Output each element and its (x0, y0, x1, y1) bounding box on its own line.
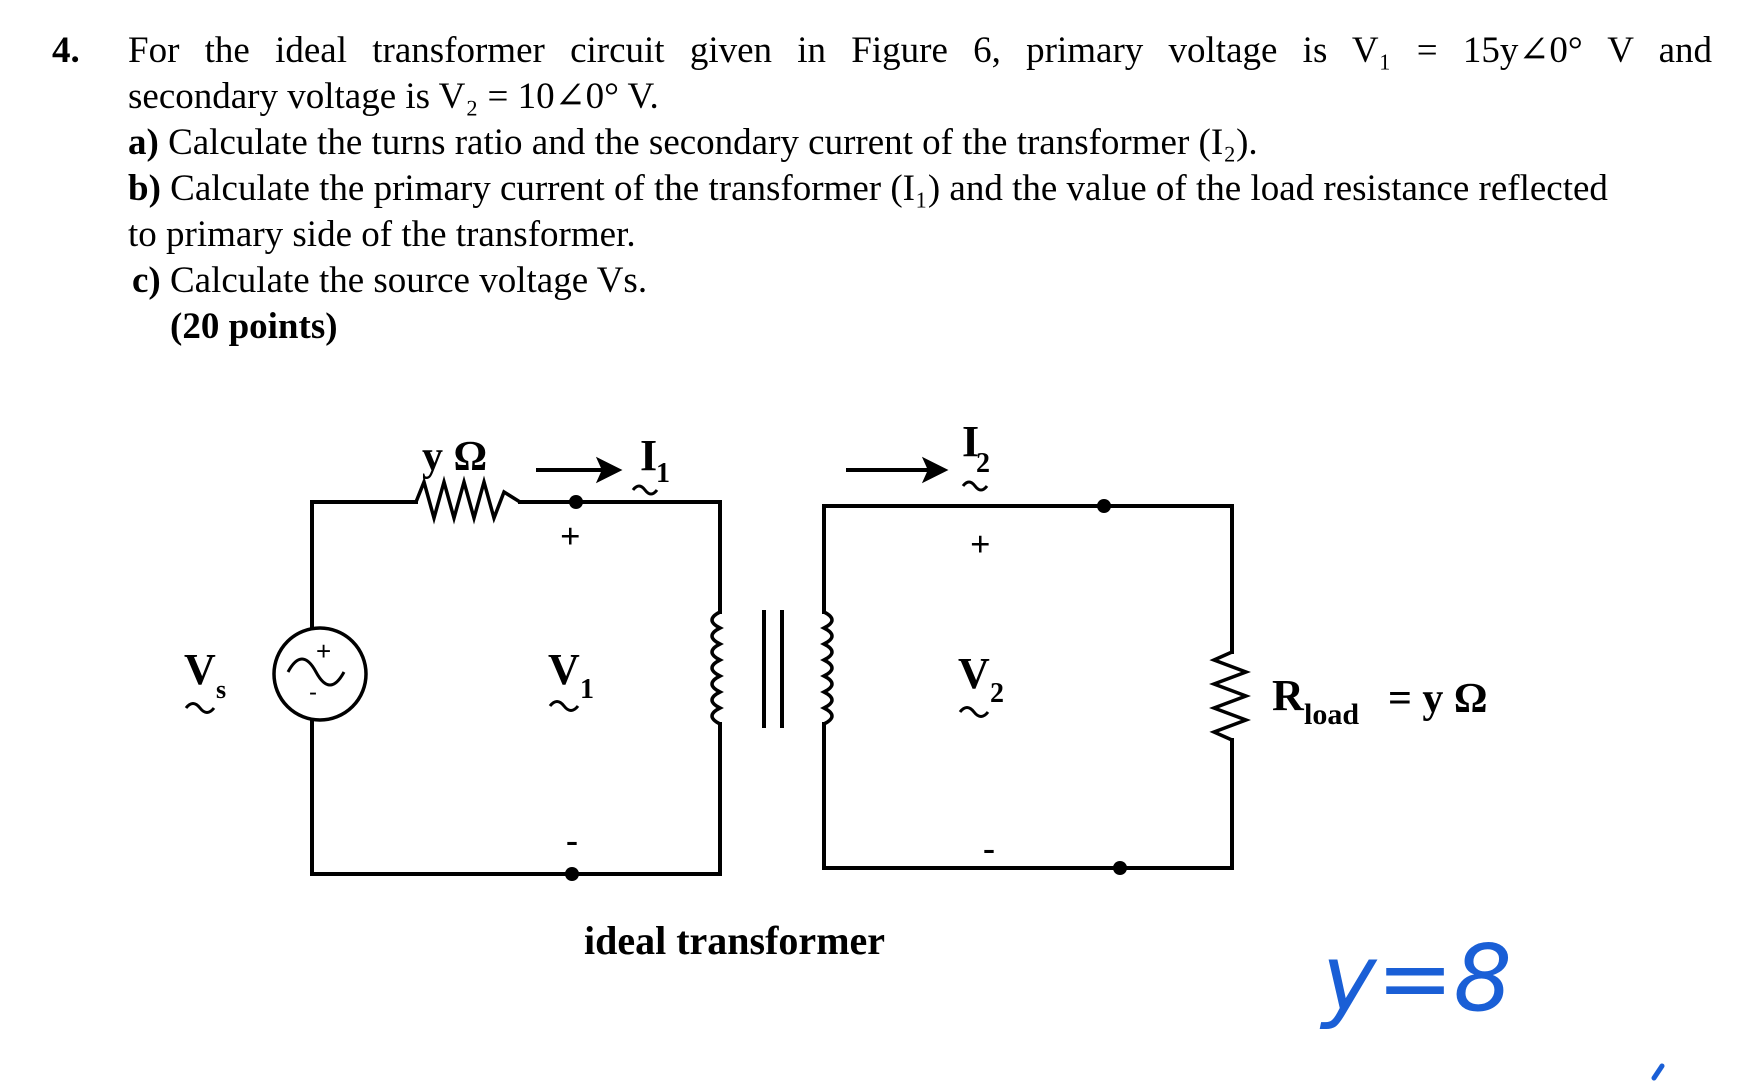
primary-wire-bottom (310, 718, 722, 876)
handwritten-stroke-mark (1651, 1063, 1665, 1081)
rload-label: R (1272, 671, 1305, 720)
question-line-1: For the ideal transformer circuit given … (128, 30, 1712, 71)
primary-wire-top-right (518, 500, 722, 614)
v2-subscript: 2 (990, 678, 1004, 709)
points: (20 points) (170, 306, 338, 347)
node-dot-primary-bottom (565, 867, 579, 881)
part-b-label: b) (128, 168, 161, 209)
source-minus: - (309, 679, 317, 706)
series-resistor (414, 475, 521, 525)
i1-label: I (640, 431, 657, 480)
secondary-wire-right (822, 722, 1234, 870)
secondary-wire-left (822, 504, 1234, 654)
vs-label: V (184, 645, 216, 694)
part-a-text: Calculate the turns ratio and the second… (158, 122, 1258, 163)
secondary-coil (820, 610, 834, 726)
diagram-caption: ideal transformer (584, 918, 885, 963)
part-b: b) Calculate the primary current of the … (128, 166, 1712, 212)
i2-label: I (962, 417, 979, 466)
rload-value: = y Ω (1388, 676, 1488, 722)
v1-subscript: 1 (580, 674, 594, 705)
source-plus: + (316, 636, 331, 666)
v2-minus: - (983, 828, 995, 868)
primary-coil (710, 610, 724, 726)
question-line-2: secondary voltage is V₂ = 10∠0° V. (128, 76, 659, 117)
part-c: c) Calculate the source voltage Vs. (128, 258, 1712, 304)
vs-subscript: s (216, 675, 226, 704)
part-a: a) Calculate the turns ratio and the sec… (128, 120, 1712, 166)
series-resistor-label: y Ω (422, 434, 487, 480)
node-dot-secondary-bottom (1113, 861, 1127, 875)
ac-source-symbol: + - (272, 626, 368, 722)
node-dot-secondary-top (1097, 499, 1111, 513)
part-b-text: Calculate the primary current of the tra… (160, 168, 1608, 209)
question-body: For the ideal transformer circuit given … (128, 28, 1712, 350)
question-number: 4. (52, 30, 80, 71)
v1-label: V (548, 645, 580, 694)
load-resistor (1209, 650, 1251, 742)
i1-subscript: 1 (656, 458, 670, 489)
v1-plus: + (560, 516, 581, 556)
i2-subscript: 2 (976, 448, 990, 479)
handwritten-annotation: y=8 (1319, 925, 1512, 1032)
node-dot-primary-top (569, 495, 583, 509)
rload-subscript: load (1304, 698, 1359, 731)
part-c-label: c) (132, 260, 161, 301)
part-c-text: Calculate the source voltage Vs. (160, 260, 648, 301)
part-a-label: a) (128, 122, 159, 163)
part-b-text-2: to primary side of the transformer. (128, 214, 636, 255)
v1-minus: - (566, 820, 578, 860)
v2-plus: + (970, 524, 991, 564)
v2-label: V (958, 649, 990, 698)
